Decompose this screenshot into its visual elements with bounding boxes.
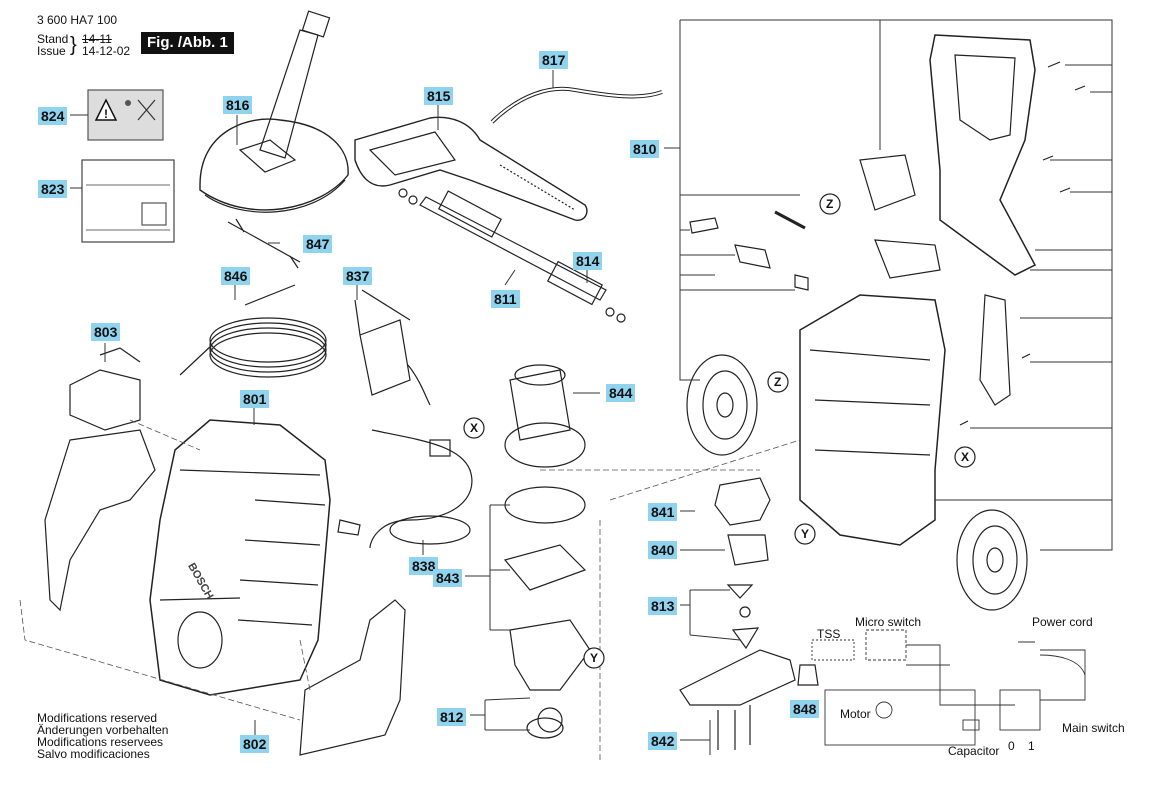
callout-840: 840 — [648, 541, 678, 559]
lance — [398, 188, 626, 323]
svg-text:!: ! — [104, 107, 108, 121]
wiring-schematic — [811, 629, 1086, 746]
issue-date: 14-12-02 — [82, 44, 131, 58]
callout-841: 841 — [648, 503, 678, 521]
switch-pos-1: 1 — [1028, 739, 1035, 753]
modification-notes: Modifications reserved Änderungen vorbeh… — [37, 712, 168, 760]
stand-old: 14-11 — [82, 32, 112, 46]
motor-label: Motor — [840, 707, 871, 721]
wheel-left — [686, 354, 758, 456]
front-cover — [44, 429, 406, 756]
screws — [959, 61, 1086, 426]
note-de: Änderungen vorbehalten — [37, 723, 169, 737]
pump-head-841 — [714, 477, 771, 526]
ref-x-2 — [954, 446, 976, 468]
assembly-lines — [19, 419, 801, 760]
ref-x-label-1: X — [470, 421, 479, 435]
spray-gun — [354, 116, 588, 221]
figure-label: Fig. /Abb. 1 — [141, 32, 234, 54]
callout-802: 802 — [240, 735, 270, 753]
tss-label: TSS — [817, 627, 841, 641]
clip-bottom — [874, 239, 941, 279]
callout-801: 801 — [240, 390, 270, 408]
switch-pos-0: 0 — [1008, 739, 1015, 753]
ref-y-2 — [794, 523, 816, 545]
valve-840 — [727, 534, 769, 566]
callout-824: 824 — [38, 107, 68, 125]
leader-810 — [679, 19, 1113, 551]
high-pressure-hose — [179, 284, 327, 378]
ref-z-2 — [767, 371, 789, 393]
stand-label: Stand — [37, 32, 69, 46]
note-fr: Modifications reservees — [37, 735, 164, 749]
callout-803: 803 — [91, 323, 121, 341]
nameplate-label — [81, 159, 175, 243]
doc-number: 3 600 HA7 100 — [37, 13, 118, 27]
switch-module — [354, 289, 431, 406]
callout-823: 823 — [38, 180, 68, 198]
callout-843: 843 — [433, 569, 463, 587]
ref-z-label-1: Z — [826, 197, 834, 211]
ref-z-label-2: Z — [774, 375, 782, 389]
callout-838: 838 — [409, 557, 439, 575]
ref-z-1 — [819, 193, 841, 215]
ref-y-label-1: Y — [590, 651, 599, 665]
issue-label: Issue — [37, 44, 66, 58]
callout-848: 848 — [790, 700, 820, 718]
brace: } — [70, 34, 77, 56]
bracket-803 — [69, 347, 141, 431]
seal-812 — [526, 717, 564, 739]
capacitor-label: Capacitor — [948, 744, 1000, 758]
seal-813a — [726, 584, 754, 599]
frame — [799, 294, 946, 546]
note-en: Modifications reserved — [37, 711, 158, 725]
ref-y-1 — [583, 647, 605, 669]
callout-810: 810 — [630, 140, 660, 158]
ref-x-1 — [463, 417, 485, 439]
callout-847: 847 — [303, 235, 333, 253]
callout-814: 814 — [573, 252, 603, 270]
callout-837: 837 — [343, 267, 373, 285]
callout-812: 812 — [437, 708, 467, 726]
handle — [929, 34, 1037, 276]
callout-817: 817 — [539, 51, 569, 69]
pump-body-842 — [679, 649, 796, 750]
power-cord-label: Power cord — [1032, 615, 1093, 629]
callout-813: 813 — [648, 597, 678, 615]
ref-x-label-2: X — [961, 450, 970, 464]
cap-848 — [797, 664, 819, 686]
main-switch-label: Main switch — [1062, 721, 1125, 735]
callout-811: 811 — [491, 290, 520, 308]
latch-parts — [689, 210, 809, 291]
ref-y-label-2: Y — [801, 527, 810, 541]
warning-label: ! — [87, 89, 164, 141]
motor-844 — [504, 364, 586, 468]
callout-842: 842 — [648, 732, 678, 750]
clip-top — [859, 154, 916, 211]
callout-leaders — [70, 70, 741, 755]
callout-816: 816 — [223, 96, 253, 114]
patio-cleaner — [199, 10, 349, 213]
micro-switch-label: Micro switch — [855, 615, 922, 629]
connector-847 — [227, 218, 301, 269]
callout-846: 846 — [221, 267, 251, 285]
cord-hook — [979, 294, 1011, 406]
main-housing — [149, 419, 331, 696]
callout-815: 815 — [424, 87, 454, 105]
power-cord — [337, 429, 473, 549]
callout-844: 844 — [606, 384, 636, 402]
wheel-right — [956, 509, 1028, 611]
note-es: Salvo modificaciones — [37, 747, 150, 761]
